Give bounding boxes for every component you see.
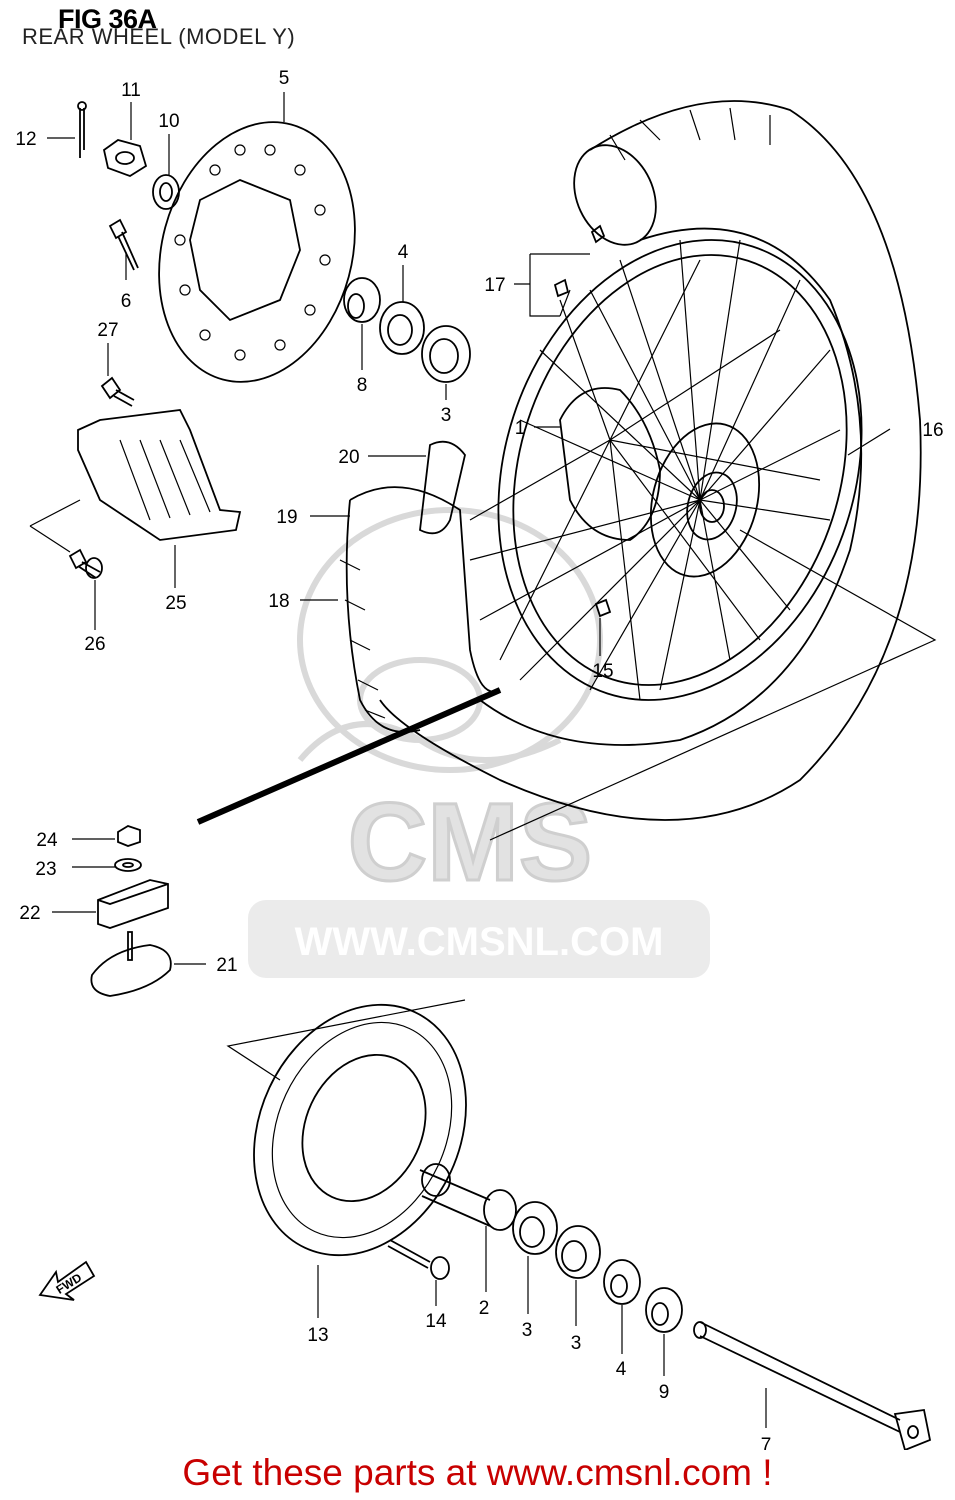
- axle-collar: [645, 1287, 683, 1333]
- watermark-logo: CMS: [348, 781, 592, 904]
- footer-link[interactable]: Get these parts at www.cmsnl.com !: [182, 1452, 773, 1493]
- callout-25: 25: [165, 593, 186, 614]
- bearing-upper: [379, 301, 425, 355]
- disc-guard: [77, 409, 242, 541]
- bearing-lower-c: [603, 1259, 641, 1305]
- bearing-lower-a: [512, 1201, 558, 1255]
- bearing-upper-outer: [421, 325, 471, 383]
- callout-16: 16: [922, 420, 943, 441]
- callout-7: 7: [761, 1435, 772, 1450]
- callout-1: 1: [515, 418, 526, 439]
- watermark-url-plate: [248, 900, 710, 978]
- figure-title: FIG 36A: [58, 4, 157, 34]
- nipple-mid: [553, 278, 570, 298]
- rear-sprocket: [253, 1003, 467, 1257]
- callout-4-upper: 4: [398, 242, 409, 263]
- rim-lock-block: [97, 879, 169, 929]
- tire: [379, 100, 922, 821]
- callout-13: 13: [307, 1325, 328, 1346]
- callout-22: 22: [19, 903, 40, 924]
- brake-disc: [158, 121, 356, 383]
- callout-6: 6: [121, 291, 132, 312]
- spacer: [343, 277, 381, 323]
- callout-5: 5: [279, 68, 290, 89]
- callout-3-lower-b: 3: [571, 1333, 582, 1354]
- spokes: [469, 239, 841, 701]
- spoke-nipple: [594, 598, 612, 618]
- rim-band: [419, 440, 466, 535]
- rim-lock-plate: [90, 931, 172, 997]
- axle-spacer: [419, 1163, 517, 1231]
- callout-27: 27: [97, 320, 118, 341]
- nipple-top: [590, 224, 606, 244]
- callout-2: 2: [479, 1298, 490, 1319]
- cotter-pin: [77, 101, 87, 158]
- sprocket-bolt: [387, 1239, 450, 1280]
- callout-17: 17: [484, 275, 505, 296]
- callout-21: 21: [216, 955, 237, 976]
- callout-18: 18: [268, 591, 289, 612]
- callout-8: 8: [357, 375, 368, 396]
- fwd-arrow: FWD: [38, 1260, 96, 1301]
- callout-24: 24: [36, 830, 58, 851]
- callout-12: 12: [15, 129, 36, 150]
- hub: [559, 387, 761, 578]
- rim: [497, 239, 863, 701]
- washer: [152, 174, 180, 210]
- bearing-lower-b: [555, 1225, 601, 1279]
- axle-centerline: [196, 529, 937, 1081]
- tube: [339, 486, 501, 733]
- watermark: CMS WWW.CMSNL.COM: [248, 507, 710, 978]
- callout-9: 9: [659, 1382, 670, 1403]
- callout-3-upper: 3: [441, 405, 452, 426]
- rear-axle: [693, 1321, 932, 1450]
- watermark-url: WWW.CMSNL.COM: [295, 920, 664, 964]
- castle-nut: [102, 139, 148, 177]
- callout-14: 14: [425, 1311, 447, 1332]
- callout-3-lower-a: 3: [522, 1320, 533, 1341]
- figure-subtitle: REAR WHEEL (MODEL Y): [22, 24, 296, 49]
- guard-bolt-lower: [68, 548, 103, 579]
- callout-10: 10: [158, 111, 179, 132]
- exploded-parts-diagram: CMS WWW.CMSNL.COM: [15, 68, 944, 1450]
- guard-bolt: [100, 376, 135, 407]
- leader-lines: [29, 92, 891, 1428]
- callout-19: 19: [276, 507, 297, 528]
- callout-23: 23: [35, 859, 56, 880]
- rim-lock-nut: [117, 825, 141, 847]
- rear-wheel: [379, 100, 922, 821]
- callout-26: 26: [84, 634, 105, 655]
- callout-11: 11: [121, 80, 141, 101]
- rim-lock-washer: [114, 858, 142, 872]
- disc-bolt: [108, 218, 139, 271]
- callout-15: 15: [592, 661, 613, 682]
- callout-4-lower: 4: [616, 1359, 627, 1380]
- callout-labels: 1 2 3 3 3 4 4 5 6 7 8 9 10 11 12 13 14 1…: [15, 68, 943, 1450]
- callout-20: 20: [338, 447, 359, 468]
